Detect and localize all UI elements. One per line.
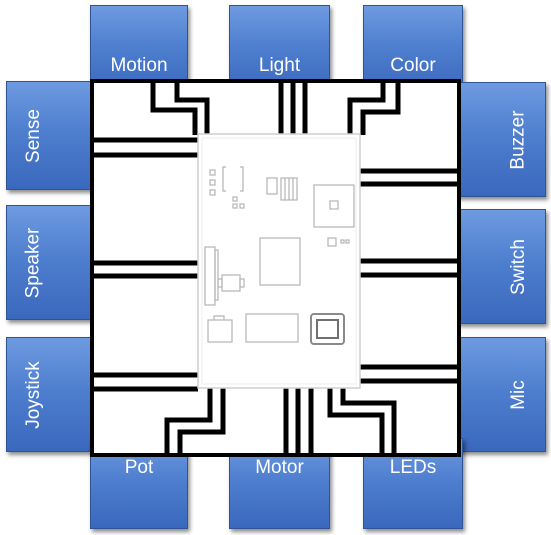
chip-icon bbox=[310, 313, 345, 345]
pcb-components bbox=[204, 166, 355, 343]
module-switch[interactable]: Switch bbox=[456, 209, 546, 324]
module-color-label: Color bbox=[390, 55, 436, 76]
module-pot-label: Pot bbox=[124, 456, 154, 478]
module-motor-label: Motor bbox=[255, 456, 304, 478]
module-speaker[interactable]: Speaker bbox=[6, 205, 97, 320]
pcb-board bbox=[197, 133, 361, 389]
connection-traces bbox=[92, 81, 459, 455]
module-leds-label: LEDs bbox=[389, 456, 437, 478]
module-mic[interactable]: Mic bbox=[456, 337, 546, 452]
module-buzzer[interactable]: Buzzer bbox=[456, 82, 546, 197]
module-light-label: Light bbox=[258, 55, 301, 76]
module-motion-label: Motion bbox=[110, 55, 168, 76]
